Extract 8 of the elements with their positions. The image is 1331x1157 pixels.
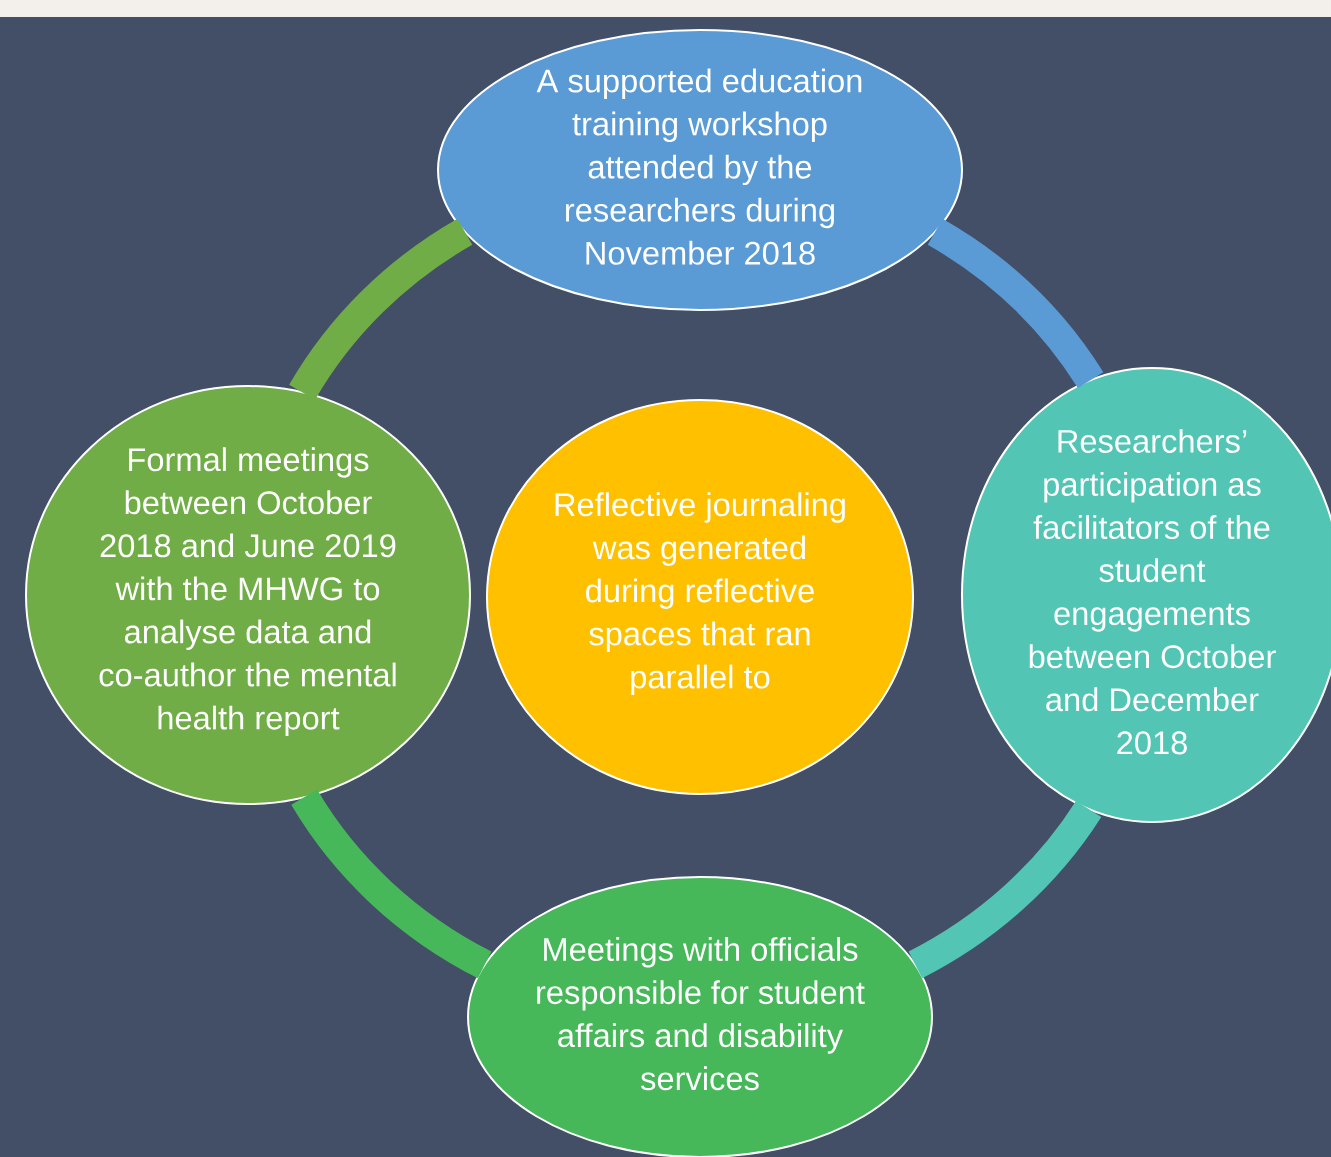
ellipse-node: Meetings with officials responsible for student affairs and disability services (467, 876, 933, 1157)
ellipse-node: A supported education training workshop attended by the researchers during November 2018 (437, 29, 963, 311)
ellipse-node: Researchers’ participation as facilitators of the student engagements between October and December 2018 (961, 367, 1331, 823)
ring-arc (908, 800, 1102, 979)
ellipse-node: Formal meetings between October 2018 and June 2019 with the MHWG to analyse data and co-author the mental health report (25, 385, 471, 805)
ring-arc (291, 789, 492, 979)
ellipse-node: Reflective journaling was generated during reflective spaces that ran parallel to (486, 399, 914, 795)
ring-arc (927, 218, 1104, 389)
